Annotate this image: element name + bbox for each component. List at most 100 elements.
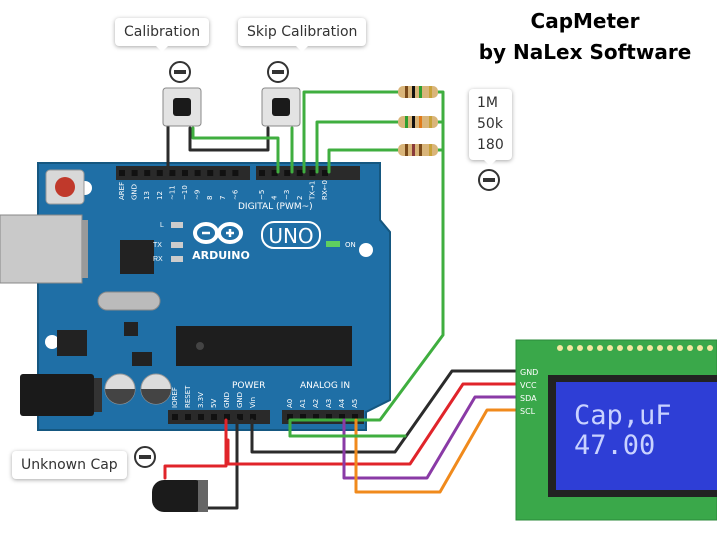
header-pin[interactable]	[309, 170, 316, 176]
digital-pin-label: 2	[296, 196, 304, 200]
analog-section-label: ANALOG IN	[300, 381, 350, 391]
header-pin[interactable]	[284, 170, 291, 176]
resistor-icon[interactable]	[398, 86, 438, 98]
power-pin-label: GND	[236, 392, 244, 408]
header-pin[interactable]	[224, 414, 230, 420]
digital-pin-label: GND	[131, 184, 139, 200]
lcd-header-pin	[677, 345, 683, 351]
capacitor-icon[interactable]	[152, 480, 208, 512]
lcd-module[interactable]: Cap,uF 47.00 GND VCC SDA SCL	[515, 339, 717, 521]
header-pin[interactable]	[144, 170, 151, 176]
header-pin[interactable]	[250, 414, 256, 420]
lcd-header-pin	[577, 345, 583, 351]
header-pin[interactable]	[300, 414, 306, 420]
lcd-line-2: 47.00	[574, 430, 655, 461]
calibration-tooltip-label: Calibration	[124, 24, 201, 40]
digital-pin-label: AREF	[118, 182, 126, 200]
led-label-l: L	[160, 222, 164, 229]
header-pin[interactable]	[271, 170, 278, 176]
dc-jack-icon	[20, 374, 94, 416]
resistor-icon[interactable]	[398, 144, 438, 156]
digital-section-label: DIGITAL (PWM~)	[238, 202, 313, 212]
skip-calibration-tooltip: Skip Calibration	[238, 18, 367, 52]
analog-pin-label: A2	[312, 399, 320, 408]
lcd-header-pin	[567, 345, 573, 351]
resistor-values-tooltip: 1M 50k 180	[469, 89, 512, 166]
power-pin-label: GND	[223, 392, 231, 408]
skip-calibration-minus-icon[interactable]	[267, 61, 289, 83]
header-pin[interactable]	[185, 414, 191, 420]
wires	[163, 90, 517, 510]
header-pin[interactable]	[237, 414, 243, 420]
analog-pin-label: A0	[286, 399, 294, 408]
power-pin-label: IOREF	[171, 387, 179, 408]
header-pin[interactable]	[131, 170, 138, 176]
analog-pin-label: A4	[338, 398, 346, 408]
resistor-value-1: 1M	[477, 95, 498, 111]
arduino-logo	[193, 222, 243, 244]
header-pin[interactable]	[211, 414, 217, 420]
on-led-label: ON	[345, 241, 356, 249]
analog-pin-label: A1	[299, 399, 307, 408]
skip-calibration-push-button[interactable]	[261, 87, 301, 127]
digital-pin-label: ~11	[168, 185, 176, 200]
resistors-minus-icon[interactable]	[478, 169, 500, 191]
digital-pin-label: 13	[143, 191, 151, 200]
usb-port-icon	[0, 214, 83, 284]
power-pin-label: Vin	[249, 397, 257, 408]
unknown-cap-minus-icon[interactable]	[134, 446, 156, 468]
lcd-header-pin	[607, 345, 613, 351]
lcd-header-pin	[657, 345, 663, 351]
header-pin[interactable]	[287, 414, 293, 420]
header-pin[interactable]	[182, 170, 188, 176]
lcd-header-pin	[627, 345, 633, 351]
led-label-rx: RX	[153, 256, 163, 263]
led-label-tx: TX	[153, 242, 162, 249]
header-pin[interactable]	[259, 170, 265, 176]
lcd-screen	[556, 382, 717, 490]
lcd-header-pin	[557, 345, 563, 351]
analog-pin-label: A3	[325, 399, 333, 408]
header-pin[interactable]	[352, 414, 358, 420]
digital-pin-label: ~5	[258, 190, 266, 200]
header-pin[interactable]	[326, 414, 332, 420]
digital-pin-label: ~6	[231, 189, 239, 200]
header-pin[interactable]	[313, 414, 319, 420]
power-section-label: POWER	[232, 381, 265, 391]
header-pin[interactable]	[119, 170, 125, 176]
digital-pin-label: ~9	[194, 190, 202, 200]
power-pin-label: 3.3V	[197, 392, 205, 408]
board-brand-label: ARDUINO	[192, 249, 250, 262]
header-pin[interactable]	[296, 170, 303, 176]
header-pin[interactable]	[207, 170, 214, 176]
header-pin[interactable]	[198, 414, 204, 420]
calibration-tooltip: Calibration	[115, 18, 210, 52]
digital-pin-label: TX→1	[308, 181, 316, 201]
header-pin[interactable]	[156, 170, 163, 176]
title-line-2: by NaLex Software	[478, 40, 692, 64]
header-pin[interactable]	[232, 170, 239, 176]
calibration-push-button[interactable]	[162, 87, 202, 127]
resistor-value-2: 50k	[477, 116, 503, 132]
digital-pin-label: 12	[156, 191, 164, 200]
header-pin[interactable]	[219, 170, 226, 176]
header-pin[interactable]	[169, 170, 176, 176]
digital-pin-label: 7	[219, 196, 227, 200]
digital-pin-label: 8	[206, 196, 214, 200]
analog-pin-label: A5	[351, 399, 359, 408]
lcd-header-pin	[687, 345, 693, 351]
lcd-header-pin	[617, 345, 623, 351]
reset-button[interactable]	[55, 177, 75, 197]
lcd-header-pin	[697, 345, 703, 351]
header-pin[interactable]	[339, 414, 345, 420]
header-pin[interactable]	[194, 170, 201, 176]
lcd-pin-sda: SDA	[520, 394, 537, 403]
header-pin[interactable]	[322, 170, 328, 176]
calibration-minus-icon[interactable]	[169, 61, 191, 83]
digital-pin-label: 4	[271, 195, 279, 200]
microcontroller-chip	[176, 326, 352, 366]
lcd-pin-gnd: GND	[520, 368, 538, 377]
header-pin[interactable]	[172, 414, 178, 420]
resistor-icon[interactable]	[398, 116, 438, 128]
